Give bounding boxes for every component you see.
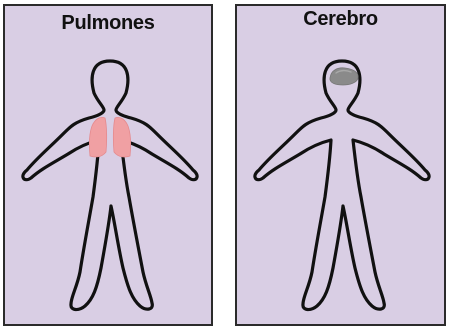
body-figure-brain — [237, 6, 444, 324]
panel-brain: Cerebro — [235, 4, 446, 326]
panel-lungs: Pulmones — [3, 4, 213, 326]
lung-left — [89, 117, 106, 157]
body-outline — [255, 61, 429, 310]
body-figure-lungs — [5, 6, 211, 324]
body-outline — [23, 61, 197, 310]
lung-right — [113, 117, 130, 157]
